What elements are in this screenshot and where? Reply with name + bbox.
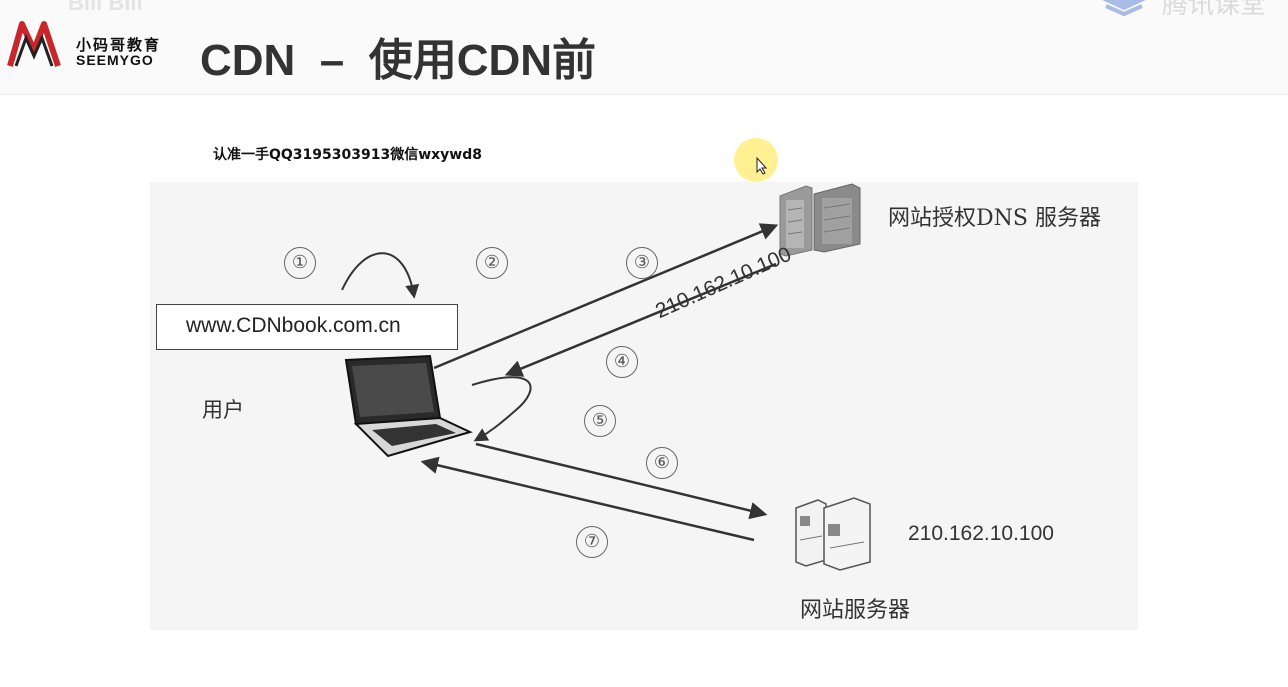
step-marker-1: ① — [284, 247, 316, 279]
notice-text: 认准一手QQ3195303913微信wxywd8 — [213, 147, 483, 163]
laptop-icon — [344, 354, 473, 458]
url-text: www.CDNbook.com.cn — [186, 314, 401, 337]
tencent-classroom-watermark: 腾讯课堂 — [1100, 0, 1288, 20]
web-server-label: 网站服务器 — [800, 598, 911, 623]
logo-chinese-text: 小码哥教育 — [76, 36, 162, 54]
cursor-highlight — [734, 138, 778, 182]
logo-english-text: SEEMYGO — [76, 52, 154, 68]
step-marker-6: ⑥ — [646, 447, 678, 479]
step-marker-5: ⑤ — [584, 405, 616, 437]
arrow-web-reply — [420, 456, 755, 542]
step-marker-4: ④ — [606, 346, 638, 378]
arrow-request-web — [475, 442, 768, 520]
step-marker-3: ③ — [626, 247, 658, 279]
bilibili-watermark: Bili Bili — [68, 0, 143, 15]
dns-server-label: 网站授权DNS 服务器 — [888, 206, 1101, 231]
step-marker-2: ② — [476, 247, 508, 279]
step-marker-7: ⑦ — [576, 526, 608, 558]
tencent-classroom-text: 腾讯课堂 — [1162, 0, 1267, 20]
url-input-box — [156, 304, 458, 350]
dns-server-icon — [779, 183, 861, 257]
arrow-step1-curve — [341, 252, 420, 299]
arrow-query-dns — [433, 223, 779, 370]
web-server-ip: 210.162.10.100 — [908, 522, 1054, 545]
seemygo-logo-icon: 小码哥教育 SEEMYGO — [6, 16, 176, 72]
arrow-dns-reply — [504, 262, 777, 377]
web-server-icon — [795, 497, 871, 571]
page-title: CDN – 使用CDN前 — [200, 36, 597, 85]
tencent-classroom-icon — [1102, 0, 1146, 17]
mouse-cursor-icon — [756, 156, 768, 179]
arrow-step5-curve — [471, 376, 532, 442]
user-label: 用户 — [202, 398, 244, 422]
slide-header: Bili Bili 小码哥教育 SEEMYGO CDN – 使用CDN前 腾讯课… — [0, 0, 1288, 95]
